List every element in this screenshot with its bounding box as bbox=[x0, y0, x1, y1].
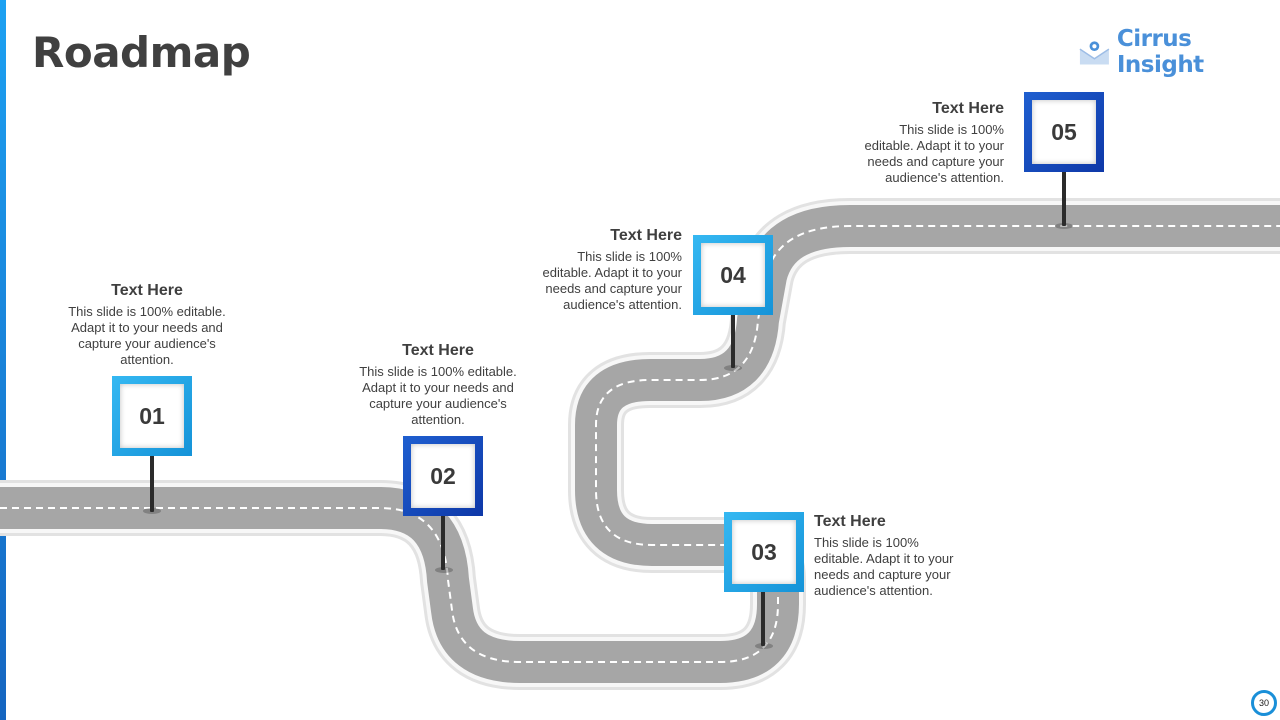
step-05-sign: 05 bbox=[1024, 92, 1104, 172]
step-03-sign: 03 bbox=[724, 512, 804, 592]
step-02-sign: 02 bbox=[403, 436, 483, 516]
signpost-pole bbox=[731, 312, 735, 368]
step-heading: Text Here bbox=[111, 282, 183, 299]
pole-shadow bbox=[724, 365, 742, 371]
step-03-text: Text Here This slide is 100% editable. A… bbox=[814, 513, 964, 599]
step-description: This slide is 100% editable. Adapt it to… bbox=[359, 364, 517, 427]
pole-shadow bbox=[755, 643, 773, 649]
step-description: This slide is 100% editable. Adapt it to… bbox=[814, 535, 954, 598]
step-01-sign: 01 bbox=[112, 376, 192, 456]
step-heading: Text Here bbox=[402, 342, 474, 359]
step-number: 03 bbox=[751, 538, 777, 565]
step-description: This slide is 100% editable. Adapt it to… bbox=[68, 304, 226, 367]
step-heading: Text Here bbox=[610, 227, 682, 244]
cirrus-envelope-logo-icon bbox=[1079, 41, 1110, 65]
step-04-sign: 04 bbox=[693, 235, 773, 315]
step-02-text: Text Here This slide is 100% editable. A… bbox=[358, 342, 518, 428]
accent-bar bbox=[0, 0, 6, 720]
step-05-text: Text Here This slide is 100% editable. A… bbox=[848, 100, 1004, 186]
step-04-text: Text Here This slide is 100% editable. A… bbox=[526, 227, 682, 313]
slide-title: Roadmap bbox=[32, 28, 251, 77]
step-heading: Text Here bbox=[814, 513, 886, 530]
signpost-pole bbox=[150, 452, 154, 512]
signpost-pole bbox=[1062, 170, 1066, 226]
brand-logo[interactable]: Cirrus Insight bbox=[1078, 26, 1280, 78]
step-01-text: Text Here This slide is 100% editable. A… bbox=[67, 282, 227, 368]
step-heading: Text Here bbox=[932, 100, 1004, 117]
signpost-pole bbox=[761, 588, 765, 646]
logo-text: Cirrus Insight bbox=[1116, 26, 1204, 78]
step-description: This slide is 100% editable. Adapt it to… bbox=[542, 249, 682, 312]
pole-shadow bbox=[1055, 223, 1073, 229]
signpost-pole bbox=[441, 512, 445, 570]
step-description: This slide is 100% editable. Adapt it to… bbox=[864, 122, 1004, 185]
pole-shadow bbox=[435, 567, 453, 573]
page-number-badge: 30 bbox=[1251, 690, 1277, 716]
step-number: 05 bbox=[1051, 118, 1077, 145]
step-number: 01 bbox=[139, 402, 165, 429]
step-number: 04 bbox=[720, 261, 746, 288]
step-number: 02 bbox=[430, 462, 456, 489]
